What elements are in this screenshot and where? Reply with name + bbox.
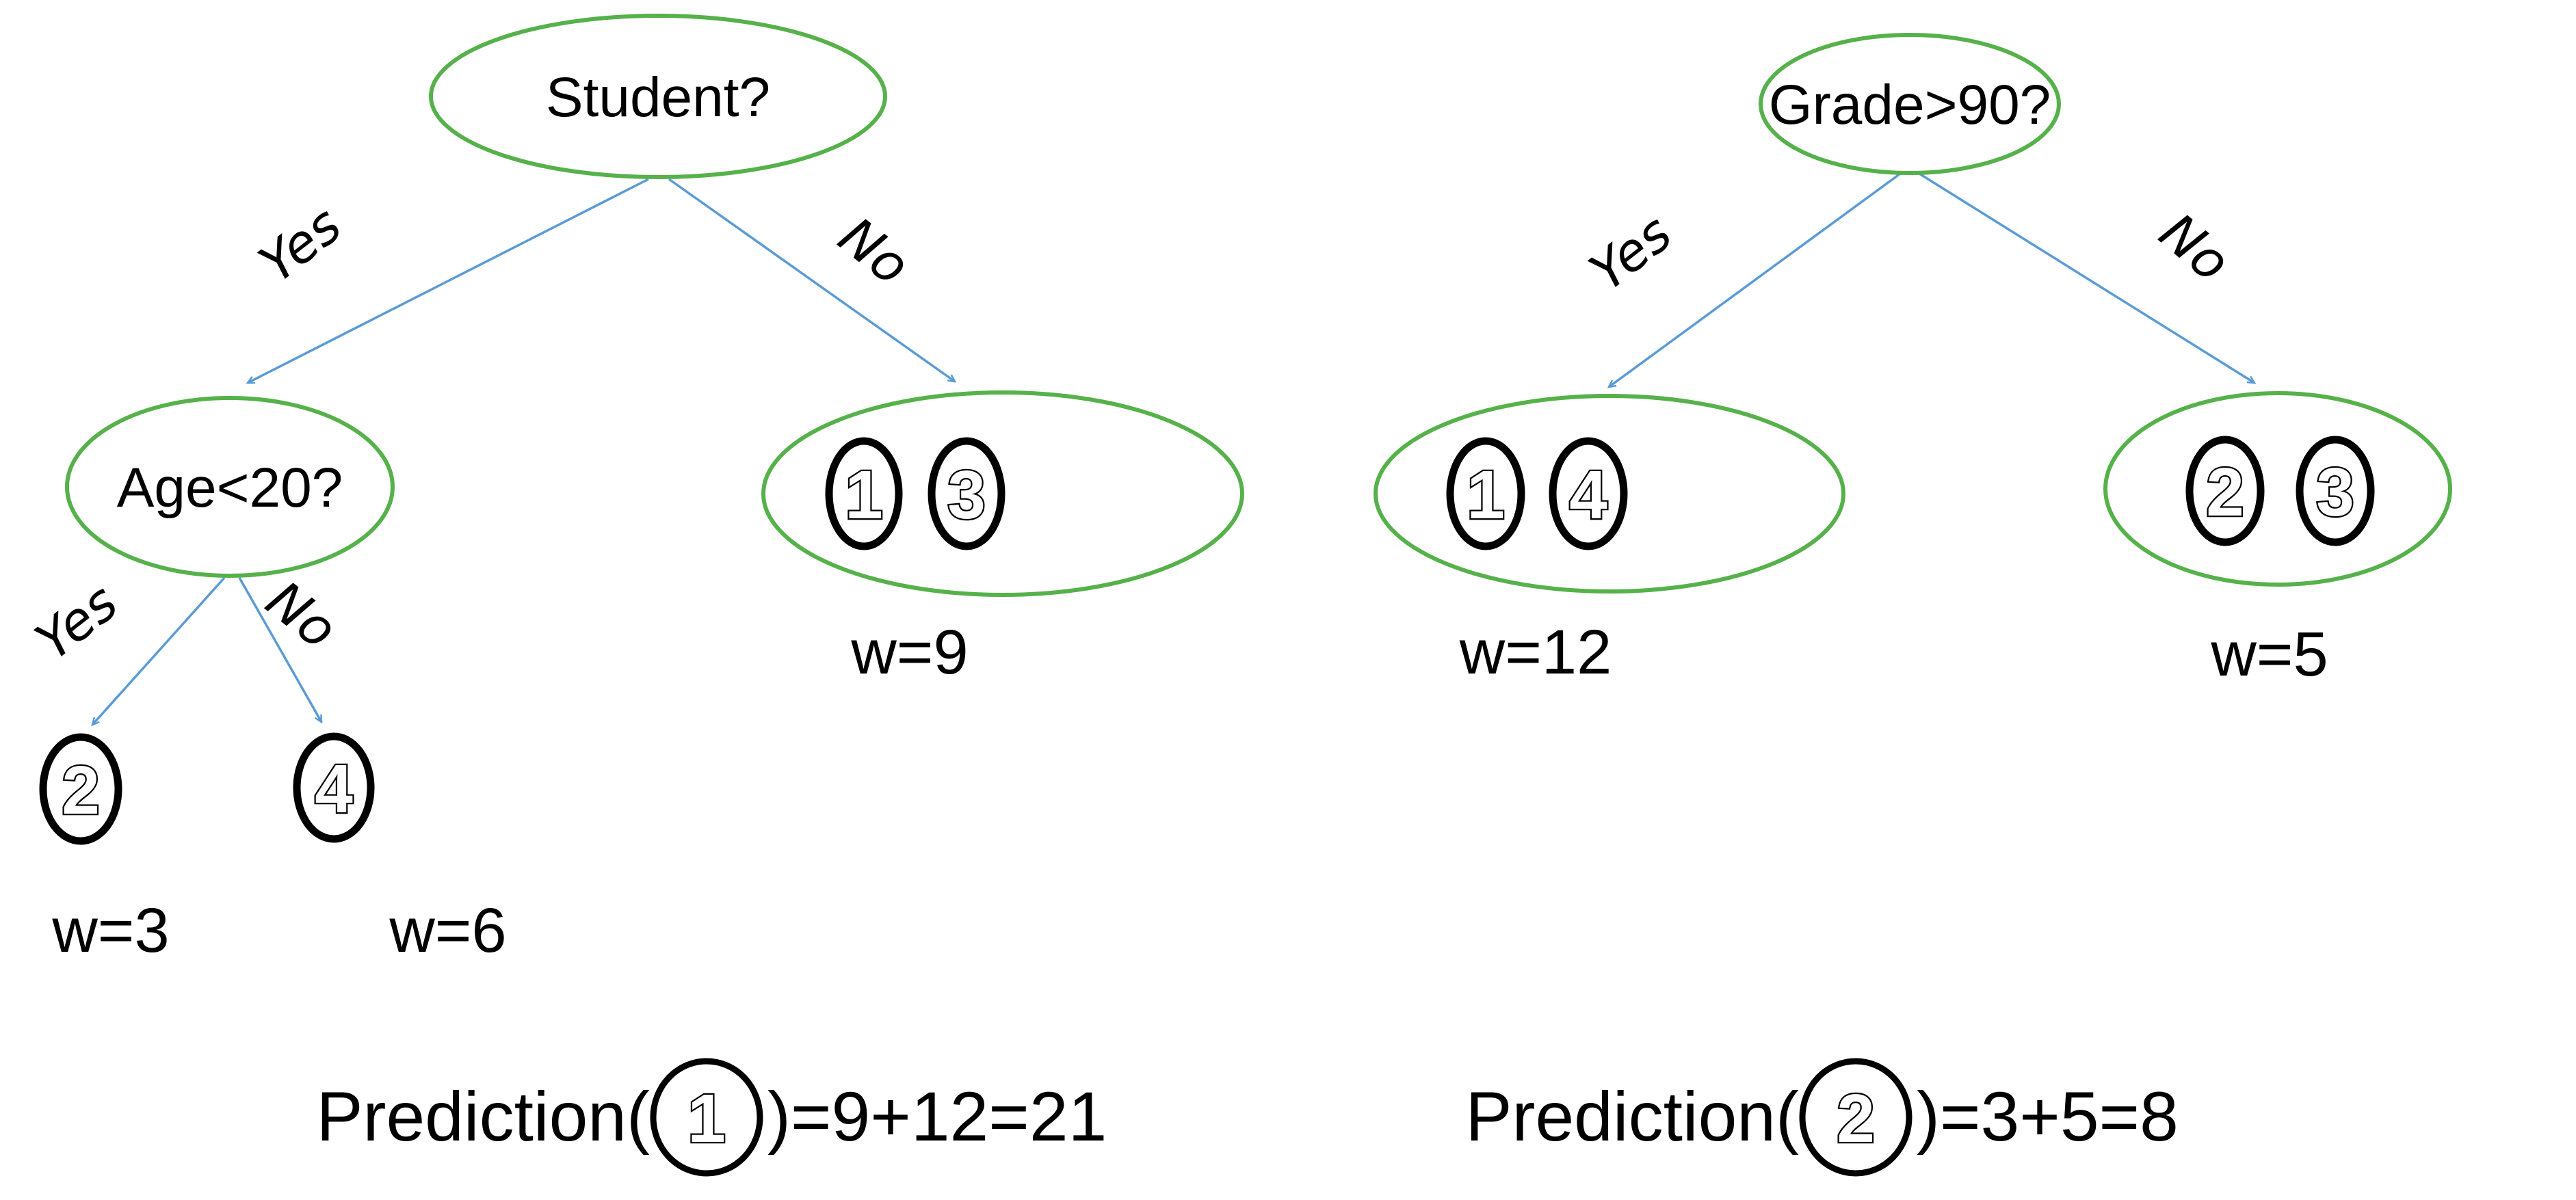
tree2-edge-no-label: No: [2148, 201, 2242, 293]
tree2-root-label: Grade>90?: [1769, 74, 2051, 136]
instance-circle: [1446, 437, 1525, 550]
instance-circle: [825, 437, 903, 550]
prediction1-prefix: Prediction(: [316, 1078, 650, 1156]
instance-number: 2: [62, 752, 100, 829]
tree1-internal-label: Age<20?: [117, 457, 343, 519]
tree2-edge-yes-arrow: [1609, 172, 1902, 387]
prediction1-result: )=9+12=21: [767, 1078, 1107, 1156]
tree1-edge-yes-label: Yes: [248, 194, 352, 295]
tree2-edge-no-arrow: [1919, 172, 2255, 384]
tree1-internal-edge-yes-label: Yes: [24, 572, 129, 672]
tree1-root-node: [429, 14, 887, 179]
prediction2-prefix: Prediction(: [1465, 1078, 1799, 1156]
instance-4-badge: 4: [1549, 437, 1628, 550]
instance-number: 1: [1467, 457, 1505, 533]
tree1-leaf-no-weight: w=9: [850, 617, 968, 687]
tree-1: Yes No Yes No Student? Age<20? 1 3 w=9 2…: [24, 14, 1244, 965]
instance-circle: [928, 437, 1006, 550]
instance-2-badge: 2: [2185, 436, 2265, 546]
tree1-internal-edge-no-arrow: [238, 577, 323, 722]
instance-circle: [1549, 437, 1628, 550]
instance-circle: [650, 1058, 763, 1177]
tree1-leaf-yes-no-weight: w=6: [389, 896, 506, 965]
instance-number: 2: [2206, 454, 2244, 531]
instance-circle: [39, 733, 122, 845]
instance-circle: [2296, 436, 2375, 546]
tree1-edge-no-arrow: [668, 178, 955, 382]
instance-number: 3: [947, 457, 986, 533]
prediction-2: Prediction( 2 )=3+5=8: [1465, 1058, 2179, 1177]
tree1-edge-yes-arrow: [248, 178, 649, 384]
tree1-internal-edge-no-label: No: [255, 569, 348, 661]
instance-number: 4: [1569, 457, 1607, 533]
tree1-root-label: Student?: [546, 66, 770, 129]
instance-4-badge: 4: [293, 732, 375, 843]
tree1-internal-edge-yes-arrow: [92, 576, 226, 725]
tree2-leaf-yes-weight: w=12: [1459, 617, 1612, 687]
tree-2: Yes No Grade>90? 1 4 w=12 2 3 w=5: [1374, 33, 2452, 689]
instance-number: 3: [2316, 454, 2354, 531]
tree1-leaf-yes-yes-weight: w=3: [51, 896, 169, 965]
instance-circle: [1799, 1058, 1913, 1177]
instance-number: 4: [315, 751, 353, 827]
tree1-edge-no-label: No: [828, 205, 921, 297]
tree2-root-node: [1759, 33, 2061, 175]
tree2-leaf-no-node: [2103, 391, 2452, 587]
instance-number: 2: [1837, 1080, 1875, 1157]
instance-3-badge: 3: [928, 437, 1006, 550]
instance-circle: [293, 732, 375, 843]
instance-1-badge: 1: [825, 437, 903, 550]
tree2-leaf-no-weight: w=5: [2210, 619, 2328, 689]
instance-number: 1: [687, 1080, 726, 1157]
instance-number: 1: [845, 457, 883, 533]
tree1-internal-node: [65, 396, 395, 578]
prediction-1: Prediction( 1 )=9+12=21: [316, 1058, 1107, 1177]
instance-3-badge: 3: [2296, 436, 2375, 546]
instance-2-badge: 2: [39, 733, 122, 845]
tree2-edge-yes-label: Yes: [1578, 202, 1683, 303]
prediction2-result: )=3+5=8: [1917, 1078, 2179, 1156]
instance-circle: [2185, 436, 2265, 546]
instance-1-badge: 1: [1446, 437, 1525, 550]
